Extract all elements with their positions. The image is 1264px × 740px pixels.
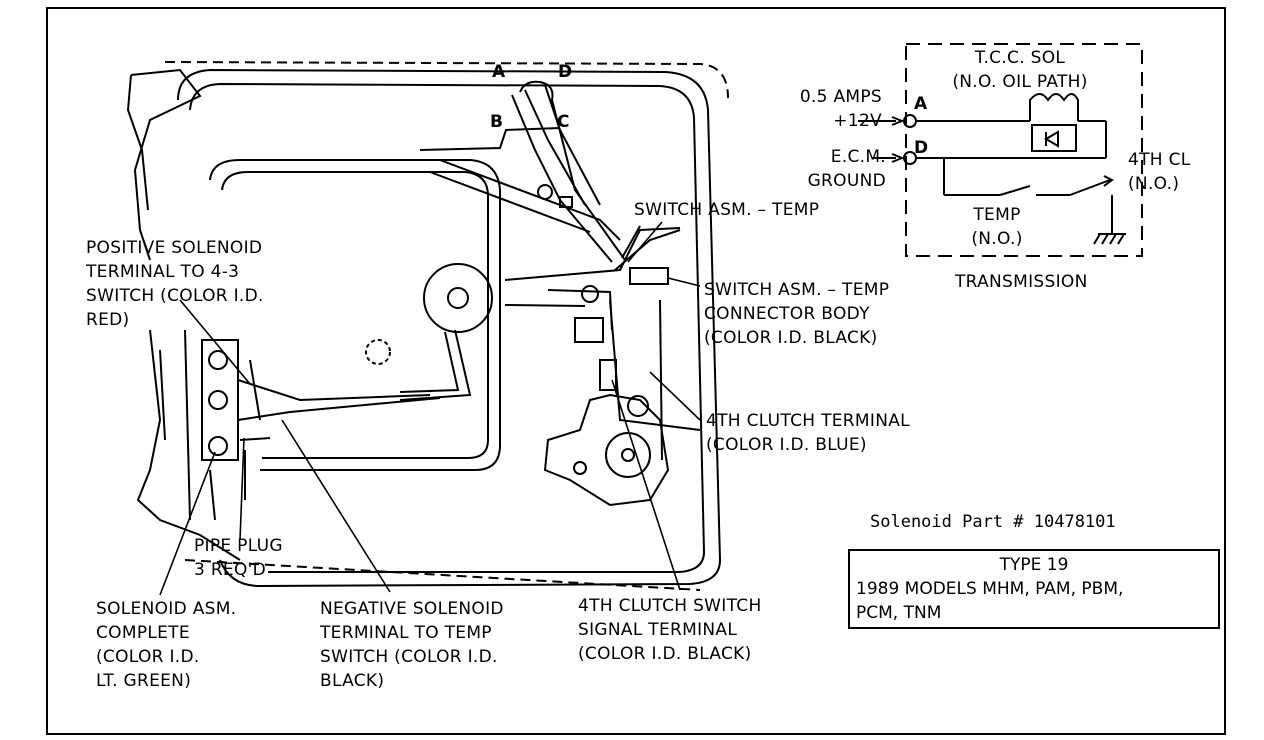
transmission-label: TRANSMISSION <box>955 272 1088 292</box>
leader-lines <box>159 221 701 596</box>
fourth-clutch-switch-callout: 4TH CLUTCH SWITCH SIGNAL TERMINAL (COLOR… <box>578 596 762 664</box>
solenoid-asm-callout: SOLENOID ASM. COMPLETE (COLOR I.D. LT. G… <box>96 599 237 691</box>
type-box-line: 1989 MODELS MHM, PAM, PBM, <box>856 579 1124 599</box>
pin-d-label: D <box>558 62 573 82</box>
pin-b-label: B <box>490 112 503 132</box>
fourth-clutch-terminal-callout: 4TH CLUTCH TERMINAL (COLOR I.D. BLUE) <box>706 411 910 455</box>
fourth-clutch-switch-label: 4TH CL (N.O.) <box>1128 150 1191 194</box>
ground-label: E.C.M. GROUND <box>807 147 886 191</box>
schematic-pin-a: A <box>914 94 928 114</box>
supply-label: 0.5 AMPS +12V <box>799 87 882 131</box>
connector-body-callout: SWITCH ASM. – TEMP CONNECTOR BODY (COLOR… <box>704 280 890 348</box>
pin-a-label: A <box>492 62 506 82</box>
schematic-pin-d: D <box>914 138 929 158</box>
tcc-schematic <box>858 43 1143 257</box>
switch-temp-callout: SWITCH ASM. – TEMP <box>634 200 820 220</box>
tcc-sol-title: T.C.C. SOL (N.O. OIL PATH) <box>952 48 1088 92</box>
positive-terminal-callout: POSITIVE SOLENOID TERMINAL TO 4-3 SWITCH… <box>86 238 264 330</box>
outer-border <box>46 7 1226 735</box>
type-box: TYPE 19 1989 MODELS MHM, PAM, PBM, PCM, … <box>848 549 1220 629</box>
type-box-line: PCM, TNM <box>856 603 942 623</box>
negative-terminal-callout: NEGATIVE SOLENOID TERMINAL TO TEMP SWITC… <box>320 599 504 691</box>
transmission-pan-drawing <box>126 61 729 591</box>
temp-switch-label: TEMP (N.O.) <box>971 205 1023 249</box>
pipe-plug-callout: PIPE PLUG 3 REQ'D <box>194 536 283 580</box>
solenoid-part-number: Solenoid Part # 10478101 <box>870 512 1116 532</box>
pin-c-label: C <box>557 112 570 132</box>
type-box-title: TYPE 19 <box>999 555 1069 575</box>
